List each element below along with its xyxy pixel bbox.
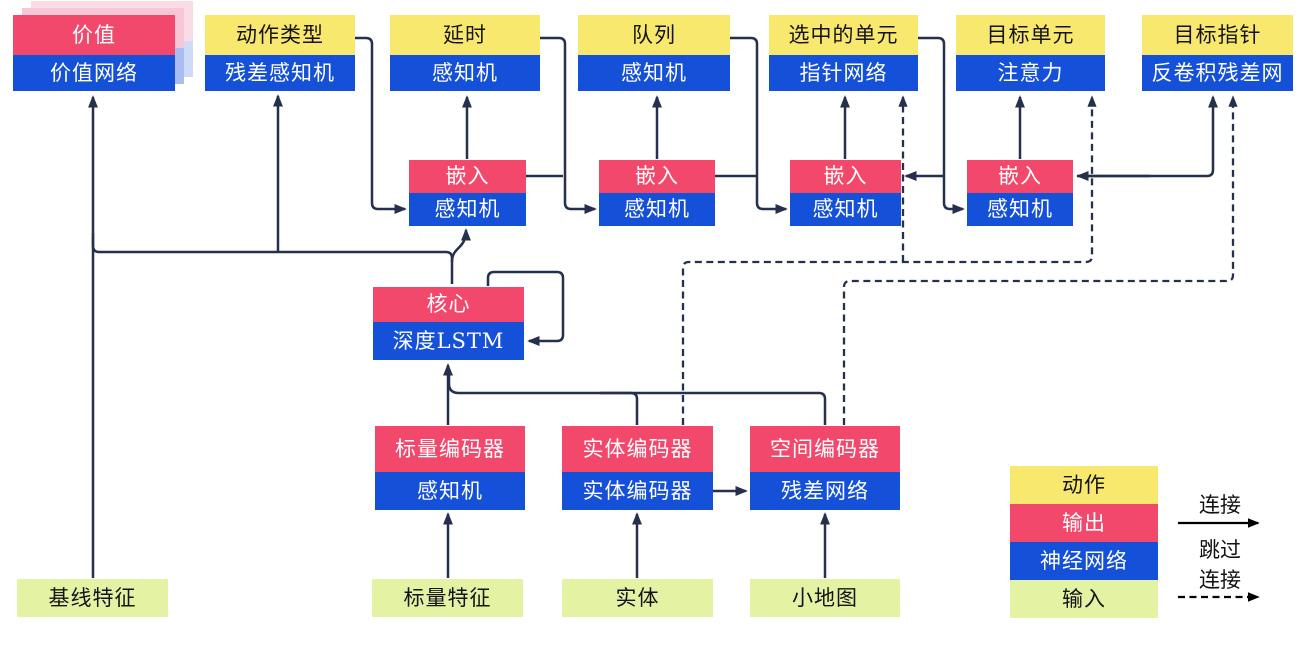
scalar-encoder-network-label: 感知机 — [375, 472, 525, 510]
delay-network-label: 感知机 — [390, 55, 540, 91]
entities-label: 实体 — [562, 579, 713, 617]
edge-spatialenc-to-core — [447, 374, 827, 425]
node-core: 核心 深度LSTM — [373, 287, 524, 360]
node-queue: 队列 感知机 — [578, 15, 730, 91]
action-type-network-label: 残差感知机 — [205, 55, 355, 91]
edge-embed4-to-targetpoint — [1077, 95, 1218, 178]
target-unit-label: 目标单元 — [956, 15, 1105, 55]
deconv-resnet-label: 反卷积残差网 — [1142, 55, 1293, 91]
spatial-encoder-label: 空间编码器 — [750, 426, 900, 472]
legend-arrows — [1178, 518, 1260, 602]
delay-label: 延时 — [390, 15, 540, 55]
legend-action-swatch: 动作 — [1010, 466, 1158, 504]
legend-connection-label: 连接 — [1199, 493, 1241, 517]
node-embed-2: 嵌入 感知机 — [599, 160, 715, 226]
action-type-label: 动作类型 — [205, 15, 355, 55]
node-entity-encoder: 实体编码器 实体编码器 — [562, 426, 713, 510]
minimap-label: 小地图 — [750, 579, 900, 617]
edge-queue-to-embed3 — [730, 36, 788, 214]
edge-core-self-loop — [486, 270, 565, 346]
legend-skip-label-line2: 连接 — [1199, 568, 1241, 592]
node-scalar-encoder: 标量编码器 感知机 — [375, 426, 525, 510]
node-selected-units: 选中的单元 指针网络 — [769, 15, 918, 91]
legend-output-swatch: 输出 — [1010, 504, 1158, 542]
node-delay: 延时 感知机 — [390, 15, 540, 91]
edge-core-fan-left — [91, 233, 454, 284]
residual-network-label: 残差网络 — [750, 472, 900, 510]
skip-connections — [681, 95, 1238, 425]
node-baseline-features: 基线特征 — [17, 579, 168, 617]
attention-label: 注意力 — [956, 55, 1105, 91]
scalar-features-label: 标量特征 — [372, 579, 523, 617]
skip-entityenc-to-attention — [681, 95, 1097, 425]
legend-color-key: 动作 输出 神经网络 输入 — [1010, 466, 1158, 618]
target-point-label: 目标指针 — [1142, 15, 1293, 55]
node-entities: 实体 — [562, 579, 713, 617]
embed-2-network-label: 感知机 — [599, 193, 715, 226]
legend-network-swatch: 神经网络 — [1010, 542, 1158, 580]
embed-1-network-label: 感知机 — [409, 193, 526, 226]
node-embed-4: 嵌入 感知机 — [967, 160, 1073, 226]
scalar-encoder-label: 标量编码器 — [375, 426, 525, 472]
edge-delay-to-embed2 — [540, 36, 597, 214]
node-target-unit: 目标单元 注意力 — [956, 15, 1105, 91]
edge-entityenc-to-core — [600, 391, 639, 425]
embed-4-network-label: 感知机 — [967, 193, 1073, 226]
legend-input-swatch: 输入 — [1010, 580, 1158, 618]
node-spatial-encoder: 空间编码器 残差网络 — [750, 426, 900, 510]
edge-selunits-to-embed4 — [918, 36, 965, 214]
node-target-point: 目标指针 反卷积残差网 — [1142, 15, 1293, 91]
embed-4-label: 嵌入 — [967, 160, 1073, 193]
embed-3-network-label: 感知机 — [790, 193, 901, 226]
embed-1-label: 嵌入 — [409, 160, 526, 193]
node-minimap: 小地图 — [750, 579, 900, 617]
entity-encoder-network-label: 实体编码器 — [562, 472, 713, 510]
node-scalar-features: 标量特征 — [372, 579, 523, 617]
queue-network-label: 感知机 — [578, 55, 730, 91]
node-action-type: 动作类型 残差感知机 — [205, 15, 355, 91]
skip-spatialenc-to-targetpoint — [842, 95, 1238, 425]
queue-label: 队列 — [578, 15, 730, 55]
value-output-label: 价值 — [13, 15, 175, 55]
edge-actiontype-to-embed1 — [355, 36, 407, 214]
embed-2-label: 嵌入 — [599, 160, 715, 193]
entity-encoder-label: 实体编码器 — [562, 426, 713, 472]
solid-connections — [88, 36, 1218, 578]
value-network-label: 价值网络 — [13, 55, 175, 91]
core-label: 核心 — [373, 287, 524, 322]
selected-units-label: 选中的单元 — [769, 15, 918, 55]
node-embed-1: 嵌入 感知机 — [409, 160, 526, 226]
deep-lstm-label: 深度LSTM — [373, 322, 524, 360]
node-value: 价值 价值网络 — [13, 15, 175, 91]
embed-3-label: 嵌入 — [790, 160, 901, 193]
edge-core-to-embed1 — [450, 228, 471, 263]
node-embed-3: 嵌入 感知机 — [790, 160, 901, 226]
legend-skip-label-line1: 跳过 — [1199, 538, 1241, 562]
baseline-features-label: 基线特征 — [17, 579, 168, 617]
pointer-network-label: 指针网络 — [769, 55, 918, 91]
